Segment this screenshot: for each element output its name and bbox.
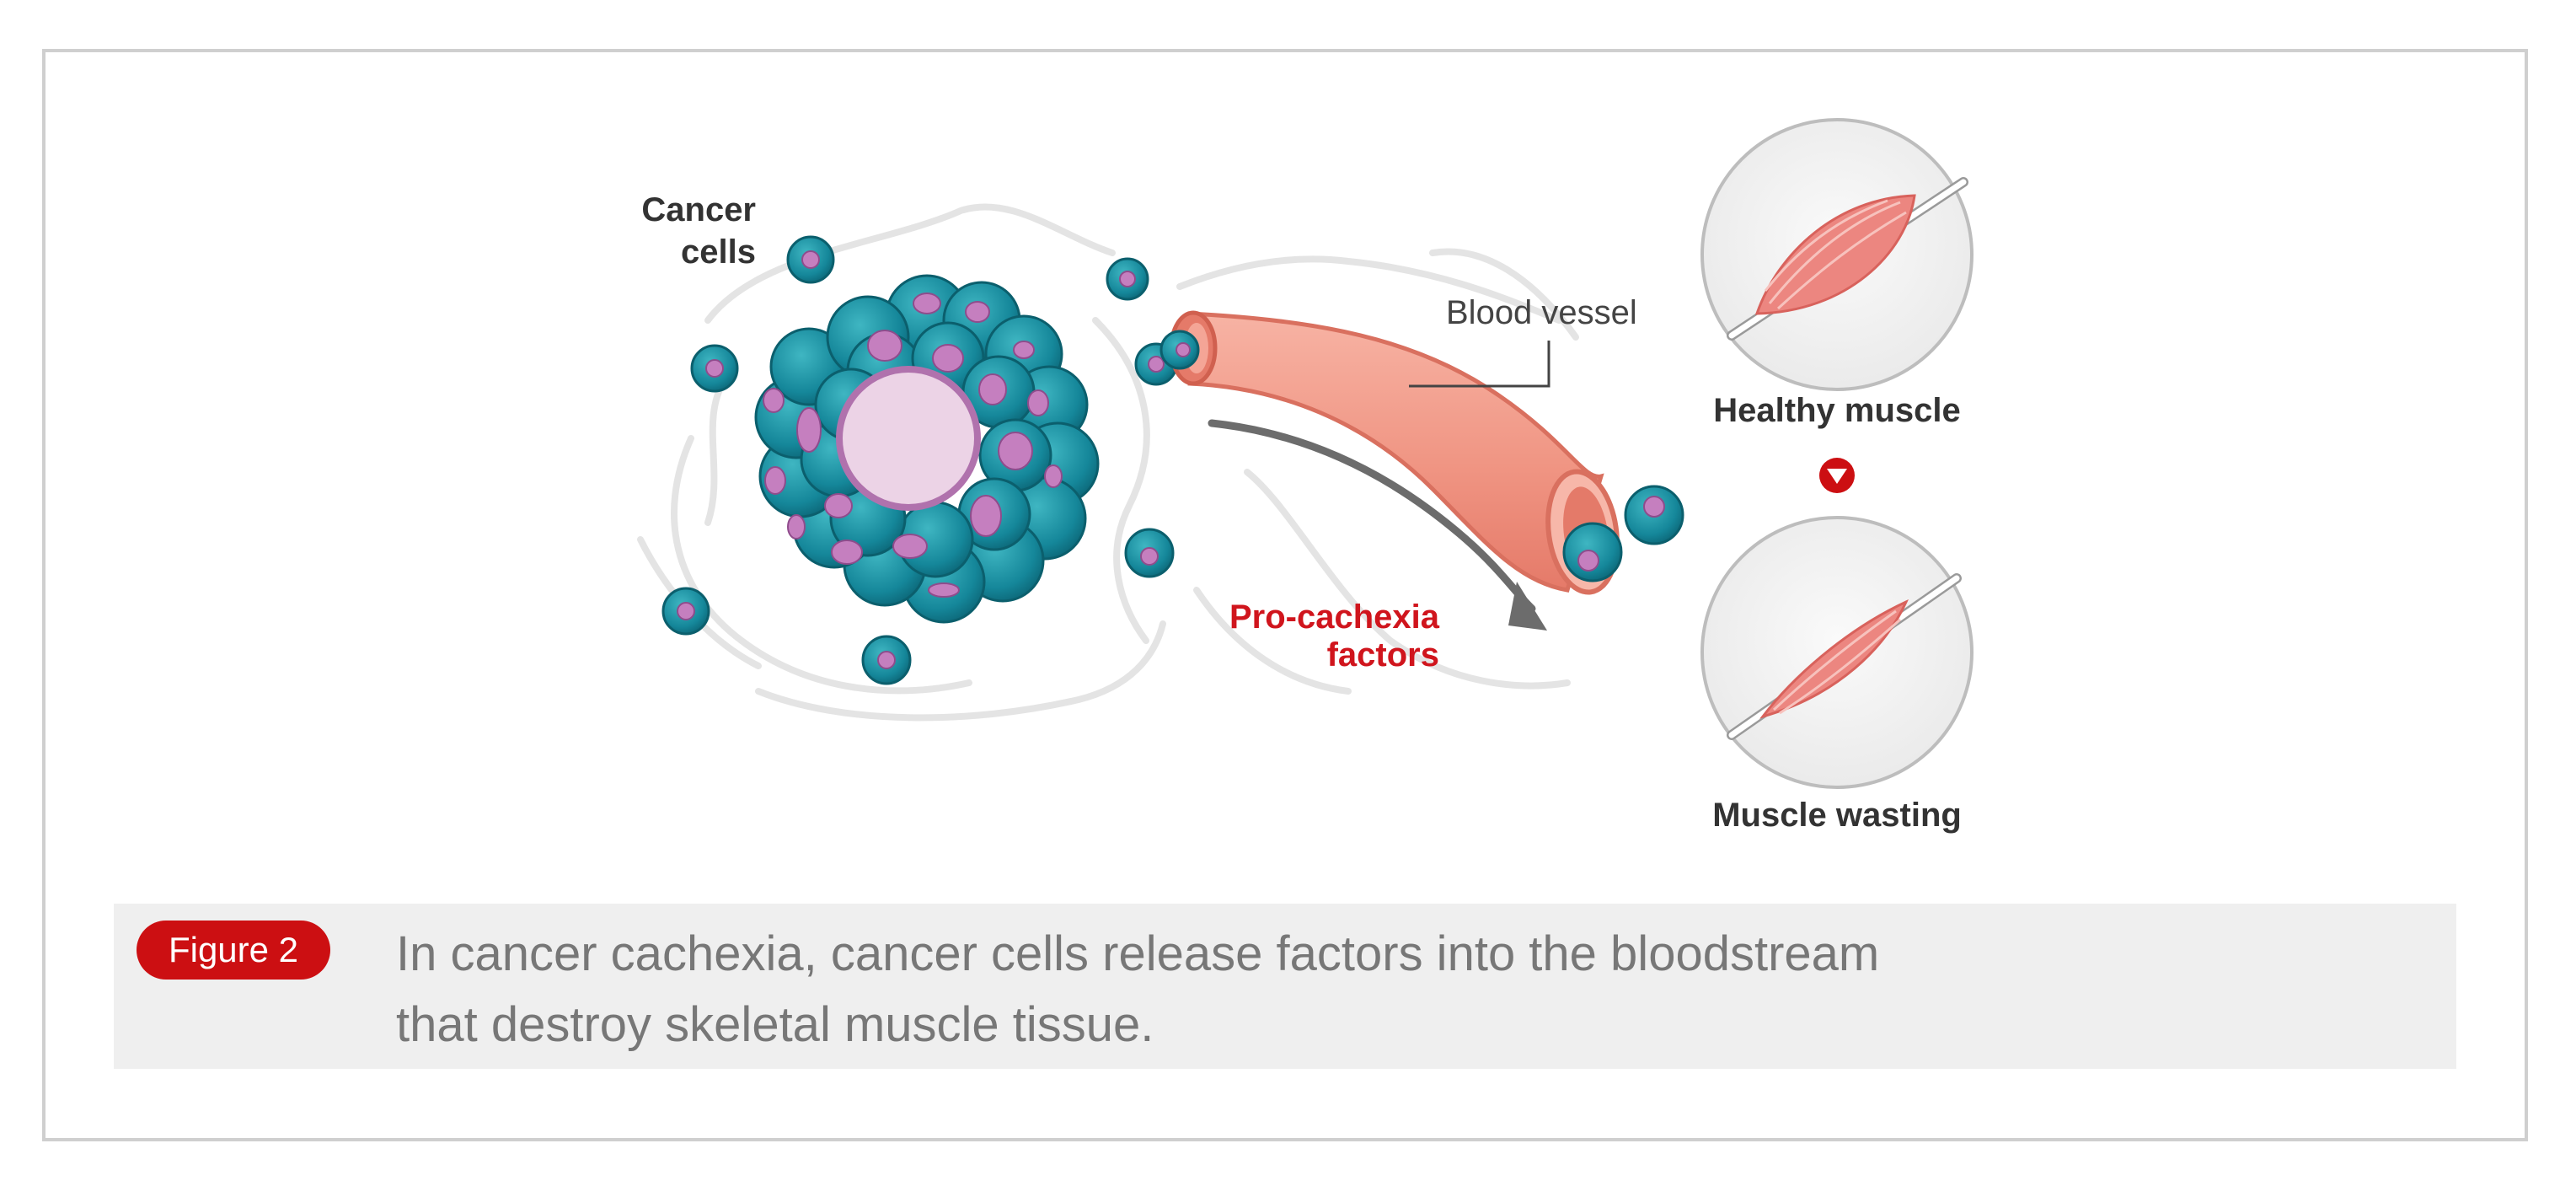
pro-cachexia-arrow — [1208, 419, 1547, 631]
cancer-cells-label-line1: Cancer — [641, 191, 756, 228]
tumor-nuclei — [763, 293, 1063, 598]
pro-cachexia-label-line1: Pro-cachexia — [1229, 598, 1440, 636]
blood-vessel — [1159, 310, 1623, 595]
healthy-muscle-label: Healthy muscle — [1713, 392, 1960, 429]
figure-badge: Figure 2 — [137, 921, 330, 980]
muscle-wasting-label: Muscle wasting — [1712, 797, 1962, 834]
free-cancer-cells — [661, 235, 1684, 685]
blood-vessel-text: Blood vessel — [1446, 294, 1637, 331]
cell-exiting-vessel — [1562, 522, 1623, 582]
caption-line-2: that destroy skeletal muscle tissue. — [396, 997, 1154, 1052]
blood-vessel-label: Blood vessel — [1409, 294, 1637, 388]
muscle-wasting-illustration — [1700, 516, 1974, 789]
free-cell — [661, 587, 710, 636]
pro-cachexia-label-line2: factors — [1327, 636, 1439, 674]
free-cell — [1124, 528, 1175, 578]
free-cell — [1624, 485, 1684, 545]
free-cell — [1106, 257, 1149, 301]
caption-box — [114, 904, 2456, 1069]
cell-entering-vessel — [1159, 330, 1200, 370]
cancer-cells-label-line2: cells — [681, 233, 756, 271]
healthy-muscle-illustration — [1700, 118, 1974, 391]
free-cell — [690, 344, 739, 393]
caption-line-1: In cancer cachexia, cancer cells release… — [396, 926, 1880, 981]
free-cell — [786, 235, 835, 284]
tumor-core — [836, 366, 981, 511]
tumor-cluster — [754, 274, 1100, 624]
down-arrow-icon — [1819, 458, 1855, 493]
figure-caption: In cancer cachexia, cancer cells release… — [396, 919, 1997, 1060]
free-cell — [861, 635, 912, 685]
